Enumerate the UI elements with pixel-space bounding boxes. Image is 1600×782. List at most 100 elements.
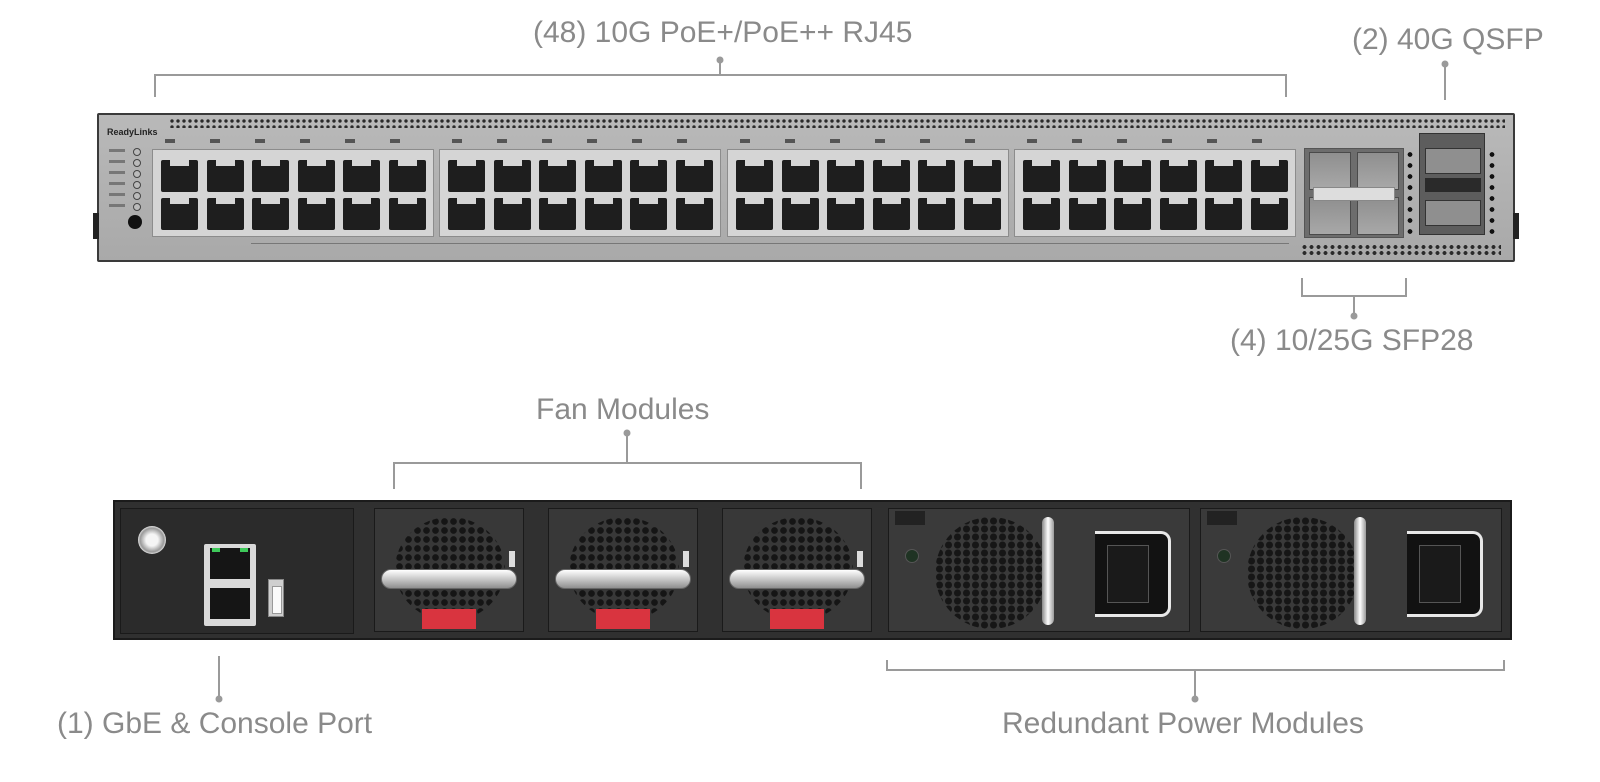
fan-dot: [623, 429, 631, 437]
psu-status-led-icon: [905, 549, 919, 563]
fan-release-latch: [770, 609, 824, 629]
rj45-port: [343, 160, 380, 192]
sfp28-cage: [1304, 148, 1404, 238]
rj45-port: [297, 198, 335, 230]
rj45-port: [1159, 160, 1197, 192]
console-port-label: (1) GbE & Console Port: [57, 707, 373, 740]
console-dot: [215, 695, 223, 703]
fan-release-latch: [596, 609, 650, 629]
port-number-strip: [452, 139, 708, 143]
sfp28-latch-bar: [1313, 187, 1395, 201]
qsfp-port: [1425, 200, 1481, 226]
fan-handle: [381, 569, 517, 589]
rj45-port: [1023, 198, 1060, 230]
power-inlet-icon: [1419, 545, 1461, 603]
rj45-port: [963, 198, 1001, 230]
rj45-dot: [716, 56, 724, 64]
rj45-port: [630, 160, 667, 192]
usb-port: [268, 579, 284, 617]
port-number-strip: [165, 139, 421, 143]
psu-fan-grill: [1247, 517, 1359, 629]
sfp28-ports-label: (4) 10/25G SFP28: [1230, 324, 1474, 357]
rj45-port: [1114, 160, 1151, 192]
rj45-port: [539, 160, 576, 192]
rj45-port: [1068, 198, 1106, 230]
psu-dot: [1191, 695, 1199, 703]
rj45-port: [1205, 160, 1242, 192]
rj45-port: [1023, 160, 1060, 192]
rj45-port: [872, 198, 910, 230]
rj45-port: [252, 160, 289, 192]
psu-status-led-icon: [1217, 549, 1231, 563]
fan-module: [374, 508, 524, 632]
psu-handle: [1042, 517, 1054, 625]
power-module: [888, 508, 1190, 632]
rj45-port: [206, 160, 244, 192]
rj45-port: [963, 160, 1001, 192]
rj45-port: [1205, 198, 1242, 230]
status-leds: [109, 148, 145, 214]
console-port: [210, 588, 250, 619]
link-led-icon: [240, 548, 248, 552]
qsfp-port: [1425, 148, 1481, 174]
gbe-port: [210, 548, 250, 579]
brand-logo: ReadyLinks: [107, 127, 158, 137]
status-led-icon: [133, 148, 141, 156]
power-module: [1200, 508, 1502, 632]
front-vent-dots: [1407, 149, 1413, 237]
rj45-port-block: [727, 139, 1009, 237]
rj45-port: [539, 198, 576, 230]
front-vent-dots: [1489, 149, 1495, 237]
status-led-icon: [133, 159, 141, 167]
rj45-port: [493, 160, 531, 192]
rj45-port: [827, 198, 864, 230]
psu-bracket: [886, 660, 1505, 671]
fan-release-latch: [422, 609, 476, 629]
rj45-port: [781, 160, 819, 192]
reset-button-icon: [128, 215, 142, 229]
fan-handle: [555, 569, 691, 589]
poe-label-strip-right: [749, 243, 1289, 244]
rj45-port: [297, 160, 335, 192]
qsfp-indicator: [1425, 178, 1481, 192]
status-led-icon: [133, 203, 141, 211]
fan-bracket: [393, 462, 862, 489]
power-inlet-icon: [1107, 545, 1149, 603]
rj45-port: [675, 160, 713, 192]
sfp28-dot: [1350, 312, 1358, 320]
rj45-port: [872, 160, 910, 192]
sfp28-port: [1357, 197, 1399, 235]
rj45-port: [1250, 198, 1288, 230]
rj45-port: [827, 160, 864, 192]
rack-ear-right: [1513, 213, 1519, 239]
qsfp-cage: [1419, 133, 1485, 235]
rj45-port: [675, 198, 713, 230]
poe-label-strip-left: [251, 243, 797, 244]
rj45-port: [1114, 198, 1151, 230]
status-led-icon: [133, 192, 141, 200]
switch-rear-panel: [113, 500, 1512, 640]
qsfp-dot: [1441, 60, 1449, 68]
sfp28-port: [1309, 197, 1351, 235]
rj45-port: [630, 198, 667, 230]
status-led-icon: [133, 181, 141, 189]
sfp28-bracket: [1301, 278, 1407, 297]
rj45-port: [781, 198, 819, 230]
rj45-port: [736, 160, 773, 192]
rj45-port: [343, 198, 380, 230]
fan-module: [722, 508, 872, 632]
rj45-port: [1159, 198, 1197, 230]
rj45-port: [584, 160, 622, 192]
rj45-port: [736, 198, 773, 230]
link-led-icon: [212, 548, 220, 552]
rj45-port: [448, 160, 485, 192]
rj45-port: [388, 198, 426, 230]
rj45-port: [493, 198, 531, 230]
gbe-console-port-stack: [204, 544, 256, 626]
sfp28-port: [1357, 152, 1399, 190]
fan-module: [548, 508, 698, 632]
switch-front-panel: ReadyLinks: [93, 113, 1519, 262]
rack-ear-left: [93, 213, 99, 239]
management-module: [120, 508, 354, 634]
